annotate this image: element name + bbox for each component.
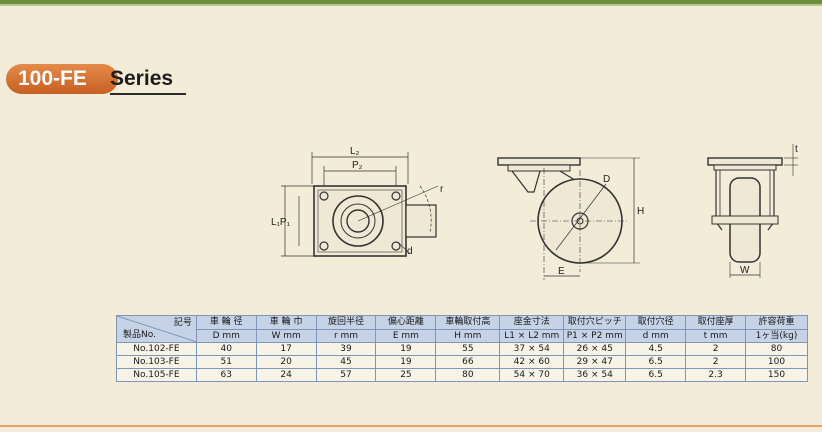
label-p2: P₂ [352,160,363,171]
series-underline [110,93,186,95]
table-cell: 55 [435,342,501,356]
header-jp: 旋回半径 [315,315,377,330]
front-view-labels: t W [740,144,798,276]
header-jp: 座金寸法 [499,315,565,330]
table-cell: 150 [745,368,808,382]
table-row: No.105-FE 63 24 57 25 80 54 × 70 36 × 54… [116,368,808,382]
table-cell: 80 [745,342,808,356]
header-jp: 車 輪 巾 [255,315,317,330]
corner-top-label: 記号 [173,318,192,328]
table-cell: 6.5 [625,368,687,382]
table-cell: 19 [375,342,437,356]
label-w: W [740,265,750,276]
table-row: No.103-FE 51 20 45 19 66 42 × 60 29 × 47… [116,355,808,369]
table-header-row: 記号 製品No. 車 輪 径 車 輪 巾 旋回半径 偏心距離 車輪取付高 座金寸… [116,315,808,343]
header-unit: 1ヶ当(kg) [745,328,808,343]
series-heading: 100-FE Series [6,60,186,96]
table-cell: 2.3 [685,368,747,382]
top-view [281,152,439,257]
header-unit: t mm [685,328,747,343]
table-cell: 45 [315,355,377,369]
table-cell: 42 × 60 [499,355,565,369]
table-cell: 19 [375,355,437,369]
header-jp: 許容荷重 [745,315,808,330]
table-cell: 51 [195,355,257,369]
table-cell: 80 [435,368,501,382]
label-h: H [637,206,644,217]
label-r: r [440,184,444,195]
header-unit: H mm [435,328,501,343]
header-jp: 取付座厚 [685,315,747,330]
label-l1p1: L₁P₁ [271,217,291,228]
header-jp: 車 輪 径 [195,315,257,330]
header-jp: 取付穴ピッチ [563,315,627,330]
corner-diagonal [117,316,197,342]
corner-bottom-label: 製品No. [123,330,156,340]
table-cell: 40 [195,342,257,356]
side-view [497,157,640,280]
table-cell: 54 × 70 [499,368,565,382]
header-jp: 偏心距離 [375,315,437,330]
header-unit: E mm [375,328,437,343]
front-view [707,144,798,278]
table-cell: 2 [685,355,747,369]
top-border [0,0,822,4]
table-row: No.102-FE 40 17 39 19 55 37 × 54 26 × 45… [116,342,808,356]
table-corner-cell: 記号 製品No. [116,315,197,343]
product-no: No.105-FE [116,368,197,382]
label-l2: L₂ [350,146,360,157]
table-cell: 57 [315,368,377,382]
label-d-hole: d [407,246,413,257]
caster-technical-drawing: L₂ P₂ L₁P₁ r d D H E [271,144,798,280]
table-cell: 100 [745,355,808,369]
table-cell: 4.5 [625,342,687,356]
top-view-labels: L₂ P₂ L₁P₁ r d [271,146,444,257]
series-badge [6,64,118,94]
product-no: No.103-FE [116,355,197,369]
header-unit: L1 × L2 mm [499,328,565,343]
table-cell: 29 × 47 [563,355,627,369]
header-unit: D mm [195,328,257,343]
table-cell: 66 [435,355,501,369]
label-e: E [558,266,565,277]
table-cell: 26 × 45 [563,342,627,356]
product-no: No.102-FE [116,342,197,356]
header-unit: W mm [255,328,317,343]
table-cell: 24 [255,368,317,382]
side-view-labels: D H E [558,174,644,277]
header-jp: 車輪取付高 [435,315,501,330]
spec-table: 記号 製品No. 車 輪 径 車 輪 巾 旋回半径 偏心距離 車輪取付高 座金寸… [116,315,808,382]
table-cell: 20 [255,355,317,369]
series-word: Series [110,67,174,90]
header-unit: r mm [315,328,377,343]
header-unit: P1 × P2 mm [563,328,627,343]
bottom-rule [0,425,822,427]
header-jp: 取付穴径 [625,315,687,330]
table-cell: 25 [375,368,437,382]
header-unit: d mm [625,328,687,343]
table-cell: 17 [255,342,317,356]
table-cell: 37 × 54 [499,342,565,356]
table-cell: 39 [315,342,377,356]
series-model: 100-FE [18,67,87,90]
label-d-wheel: D [603,174,610,185]
top-border-highlight [0,4,822,6]
table-cell: 6.5 [625,355,687,369]
label-t: t [795,144,798,155]
table-unit-row: D mm W mm r mm E mm H mm L1 × L2 mm P1 ×… [117,328,808,343]
table-cell: 36 × 54 [563,368,627,382]
table-cell: 2 [685,342,747,356]
table-cell: 63 [195,368,257,382]
